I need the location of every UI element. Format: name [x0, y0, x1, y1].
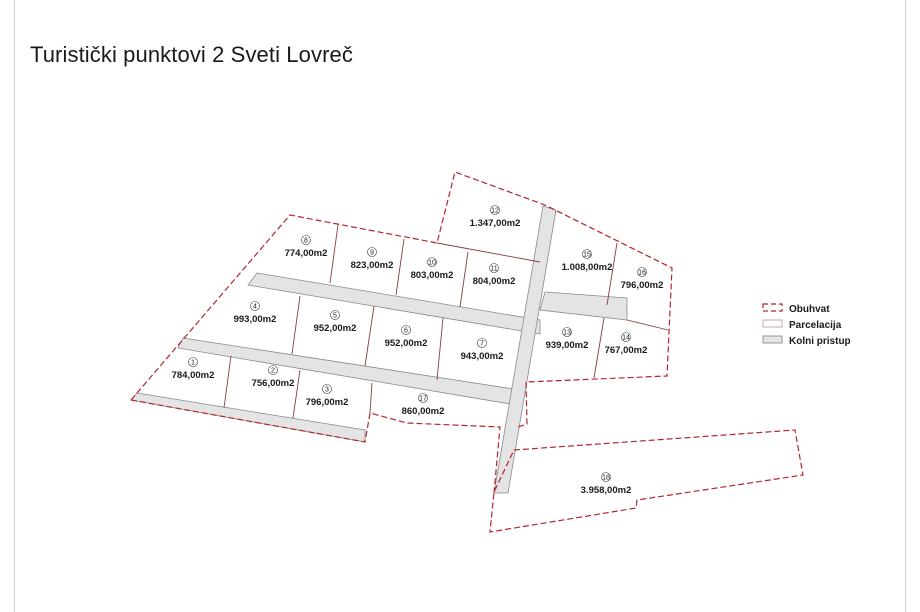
legend-item-parcelacija: Parcelacija — [762, 319, 842, 331]
boundary-main — [130, 171, 673, 428]
parcel-label-1[interactable]: 1 784,00m2 — [172, 357, 215, 382]
svg-text:803,00m2: 803,00m2 — [411, 270, 454, 281]
parcel-label-2[interactable]: 2 756,00m2 — [252, 365, 295, 390]
svg-text:Obuhvat: Obuhvat — [789, 304, 830, 315]
svg-text:16: 16 — [638, 270, 646, 277]
parcel-label-3[interactable]: 3 796,00m2 — [306, 384, 349, 409]
parcel-label-4[interactable]: 4 993,00m2 — [234, 301, 277, 326]
parcel-label-15[interactable]: 15 1.008,00m2 — [562, 249, 613, 274]
page-frame — [14, 0, 906, 612]
road-branch-right — [539, 291, 628, 321]
road-upper — [247, 272, 541, 335]
svg-text:1.008,00m2: 1.008,00m2 — [562, 262, 613, 273]
svg-text:943,00m2: 943,00m2 — [461, 351, 504, 362]
svg-text:7: 7 — [480, 341, 484, 348]
svg-text:6: 6 — [404, 328, 408, 335]
svg-text:15: 15 — [583, 252, 591, 259]
svg-text:784,00m2: 784,00m2 — [172, 370, 215, 381]
svg-text:952,00m2: 952,00m2 — [385, 338, 428, 349]
svg-text:14: 14 — [622, 335, 630, 342]
page-title: Turistički punktovi 2 Sveti Lovreč — [30, 42, 353, 67]
svg-text:12: 12 — [491, 208, 499, 215]
svg-text:952,00m2: 952,00m2 — [314, 323, 357, 334]
svg-text:774,00m2: 774,00m2 — [285, 248, 328, 259]
svg-text:796,00m2: 796,00m2 — [306, 397, 349, 408]
parcel-label-9[interactable]: 9 823,00m2 — [351, 247, 394, 272]
svg-text:860,00m2: 860,00m2 — [402, 406, 445, 417]
legend: Obuhvat Parcelacija Kolni pristup — [762, 303, 851, 347]
svg-text:1.347,00m2: 1.347,00m2 — [470, 218, 521, 229]
svg-text:11: 11 — [490, 266, 497, 273]
parcel-label-6[interactable]: 6 952,00m2 — [385, 325, 428, 350]
svg-text:10: 10 — [428, 260, 436, 267]
parcel-label-13[interactable]: 13 939,00m2 — [546, 327, 589, 352]
svg-text:5: 5 — [333, 313, 337, 320]
parcel-label-12[interactable]: 12 1.347,00m2 — [470, 205, 521, 230]
svg-text:Kolni pristup: Kolni pristup — [789, 336, 851, 347]
svg-text:2: 2 — [271, 368, 275, 375]
svg-text:804,00m2: 804,00m2 — [473, 276, 516, 287]
svg-text:823,00m2: 823,00m2 — [351, 260, 394, 271]
svg-text:4: 4 — [253, 304, 257, 311]
svg-text:3: 3 — [325, 387, 329, 394]
svg-text:8: 8 — [304, 238, 308, 245]
svg-text:796,00m2: 796,00m2 — [621, 280, 664, 291]
parcelacija-swatch-icon — [762, 319, 783, 328]
boundary-bottom-left — [130, 399, 501, 494]
svg-text:9: 9 — [370, 250, 374, 257]
parcel-label-18[interactable]: 18 3.958,00m2 — [581, 472, 632, 497]
svg-text:17: 17 — [419, 396, 427, 403]
obuhvat-swatch-icon — [762, 303, 783, 312]
parcel-label-17[interactable]: 17 860,00m2 — [402, 393, 445, 418]
parcel-label-16[interactable]: 16 796,00m2 — [621, 267, 664, 292]
svg-text:3.958,00m2: 3.958,00m2 — [581, 485, 632, 496]
svg-text:Parcelacija: Parcelacija — [789, 320, 842, 331]
boundary-parcel-18 — [489, 429, 804, 533]
svg-text:13: 13 — [563, 330, 571, 337]
svg-text:18: 18 — [602, 475, 610, 482]
parcel-label-8[interactable]: 8 774,00m2 — [285, 235, 328, 260]
svg-text:1: 1 — [191, 360, 195, 367]
legend-item-kolni-pristup: Kolni pristup — [762, 335, 851, 347]
parcel-label-7[interactable]: 7 943,00m2 — [461, 338, 504, 363]
parcel-label-5[interactable]: 5 952,00m2 — [314, 310, 357, 335]
parcel-label-11[interactable]: 11 804,00m2 — [473, 263, 516, 288]
svg-text:939,00m2: 939,00m2 — [546, 340, 589, 351]
svg-text:993,00m2: 993,00m2 — [234, 314, 277, 325]
parcel-label-14[interactable]: 14 767,00m2 — [605, 332, 648, 357]
parcel-lines — [223, 211, 669, 419]
legend-item-obuhvat: Obuhvat — [762, 303, 830, 315]
kolni-pristup-swatch-icon — [762, 335, 783, 344]
svg-text:767,00m2: 767,00m2 — [605, 345, 648, 356]
svg-text:756,00m2: 756,00m2 — [252, 378, 295, 389]
parcel-label-10[interactable]: 10 803,00m2 — [411, 257, 454, 282]
